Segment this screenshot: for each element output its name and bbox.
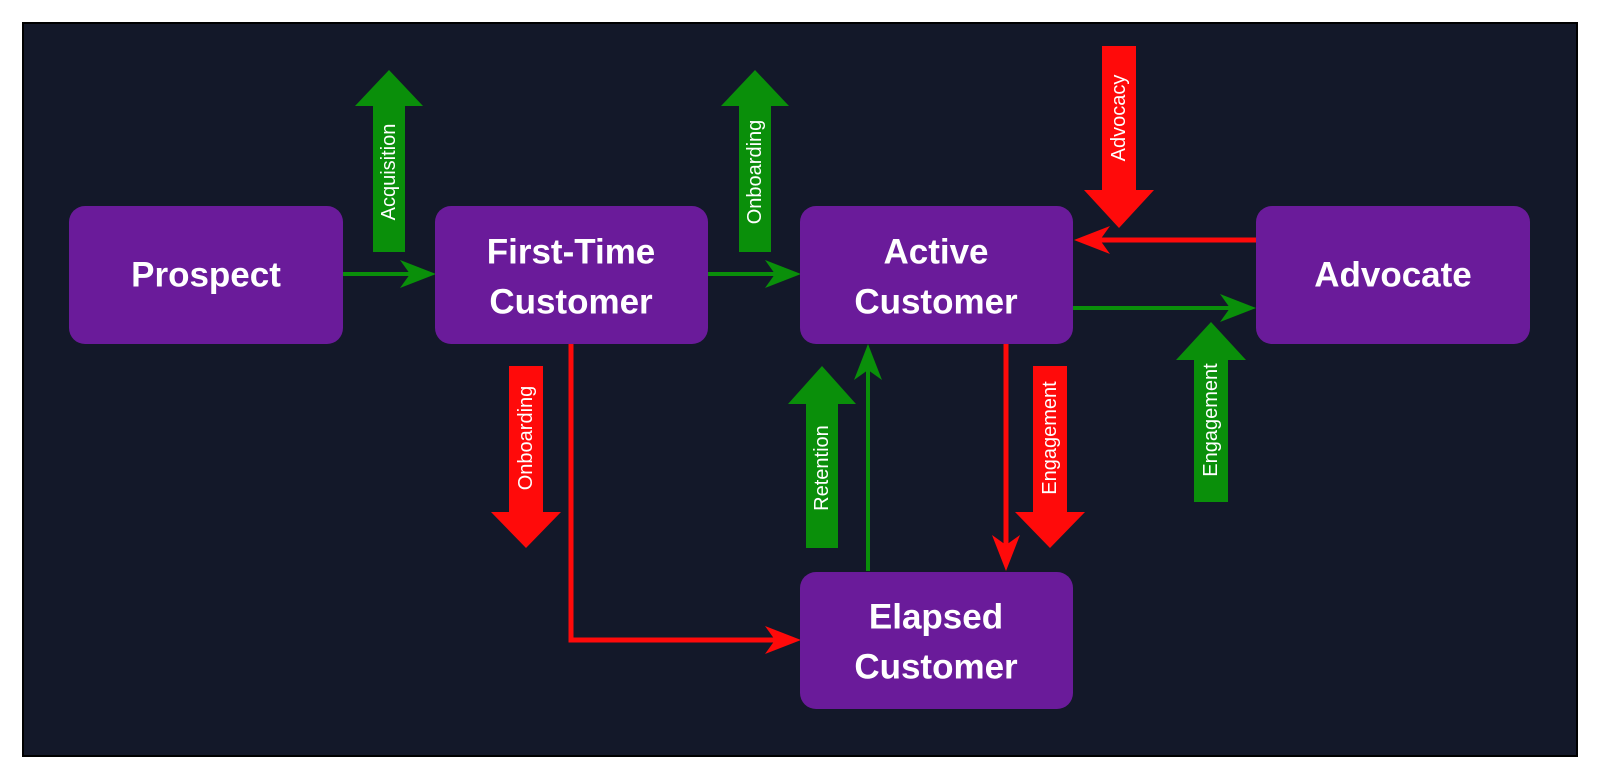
engagement-down-arrow: Engagement xyxy=(1015,366,1085,548)
connector-elapsed-to-active xyxy=(854,344,882,571)
node-elapsed-customer: Elapsed Customer xyxy=(800,572,1073,709)
node-first-time-customer: First-Time Customer xyxy=(435,206,708,344)
node-active-label-line2: Customer xyxy=(854,283,1018,322)
node-active-customer: Active Customer xyxy=(800,206,1073,344)
node-active-label-line1: Active xyxy=(883,233,988,272)
connector-first-time-to-elapsed xyxy=(568,344,801,654)
engagement-up-label: Engagement xyxy=(1200,363,1222,477)
engagement-down-label: Engagement xyxy=(1039,381,1061,495)
node-elapsed-label-line1: Elapsed xyxy=(869,598,1003,637)
advocacy-arrow: Advocacy xyxy=(1084,46,1154,228)
node-advocate-label: Advocate xyxy=(1314,256,1472,295)
node-prospect: Prospect xyxy=(69,206,343,344)
engagement-up-arrow: Engagement xyxy=(1176,322,1246,502)
connector-active-to-elapsed xyxy=(992,344,1020,571)
node-advocate: Advocate xyxy=(1256,206,1530,344)
onboarding-up-arrow: Onboarding xyxy=(721,70,789,252)
connector-active-to-advocate xyxy=(1073,294,1256,322)
onboarding-down-arrow: Onboarding xyxy=(491,366,561,548)
connector-first-time-to-active xyxy=(708,260,801,288)
node-first-time-label-line1: First-Time xyxy=(487,233,656,272)
advocacy-label: Advocacy xyxy=(1108,75,1130,162)
node-prospect-label: Prospect xyxy=(131,256,281,295)
connector-advocate-to-active xyxy=(1074,226,1256,254)
acquisition-arrow: Acquisition xyxy=(355,70,423,252)
retention-arrow: Retention xyxy=(788,366,856,548)
onboarding-down-label: Onboarding xyxy=(515,386,537,491)
node-elapsed-label-line2: Customer xyxy=(854,648,1018,687)
connector-prospect-to-first-time xyxy=(343,260,436,288)
acquisition-label: Acquisition xyxy=(378,124,400,221)
retention-label: Retention xyxy=(811,425,833,511)
onboarding-up-label: Onboarding xyxy=(744,120,766,225)
node-first-time-label-line2: Customer xyxy=(489,283,653,322)
